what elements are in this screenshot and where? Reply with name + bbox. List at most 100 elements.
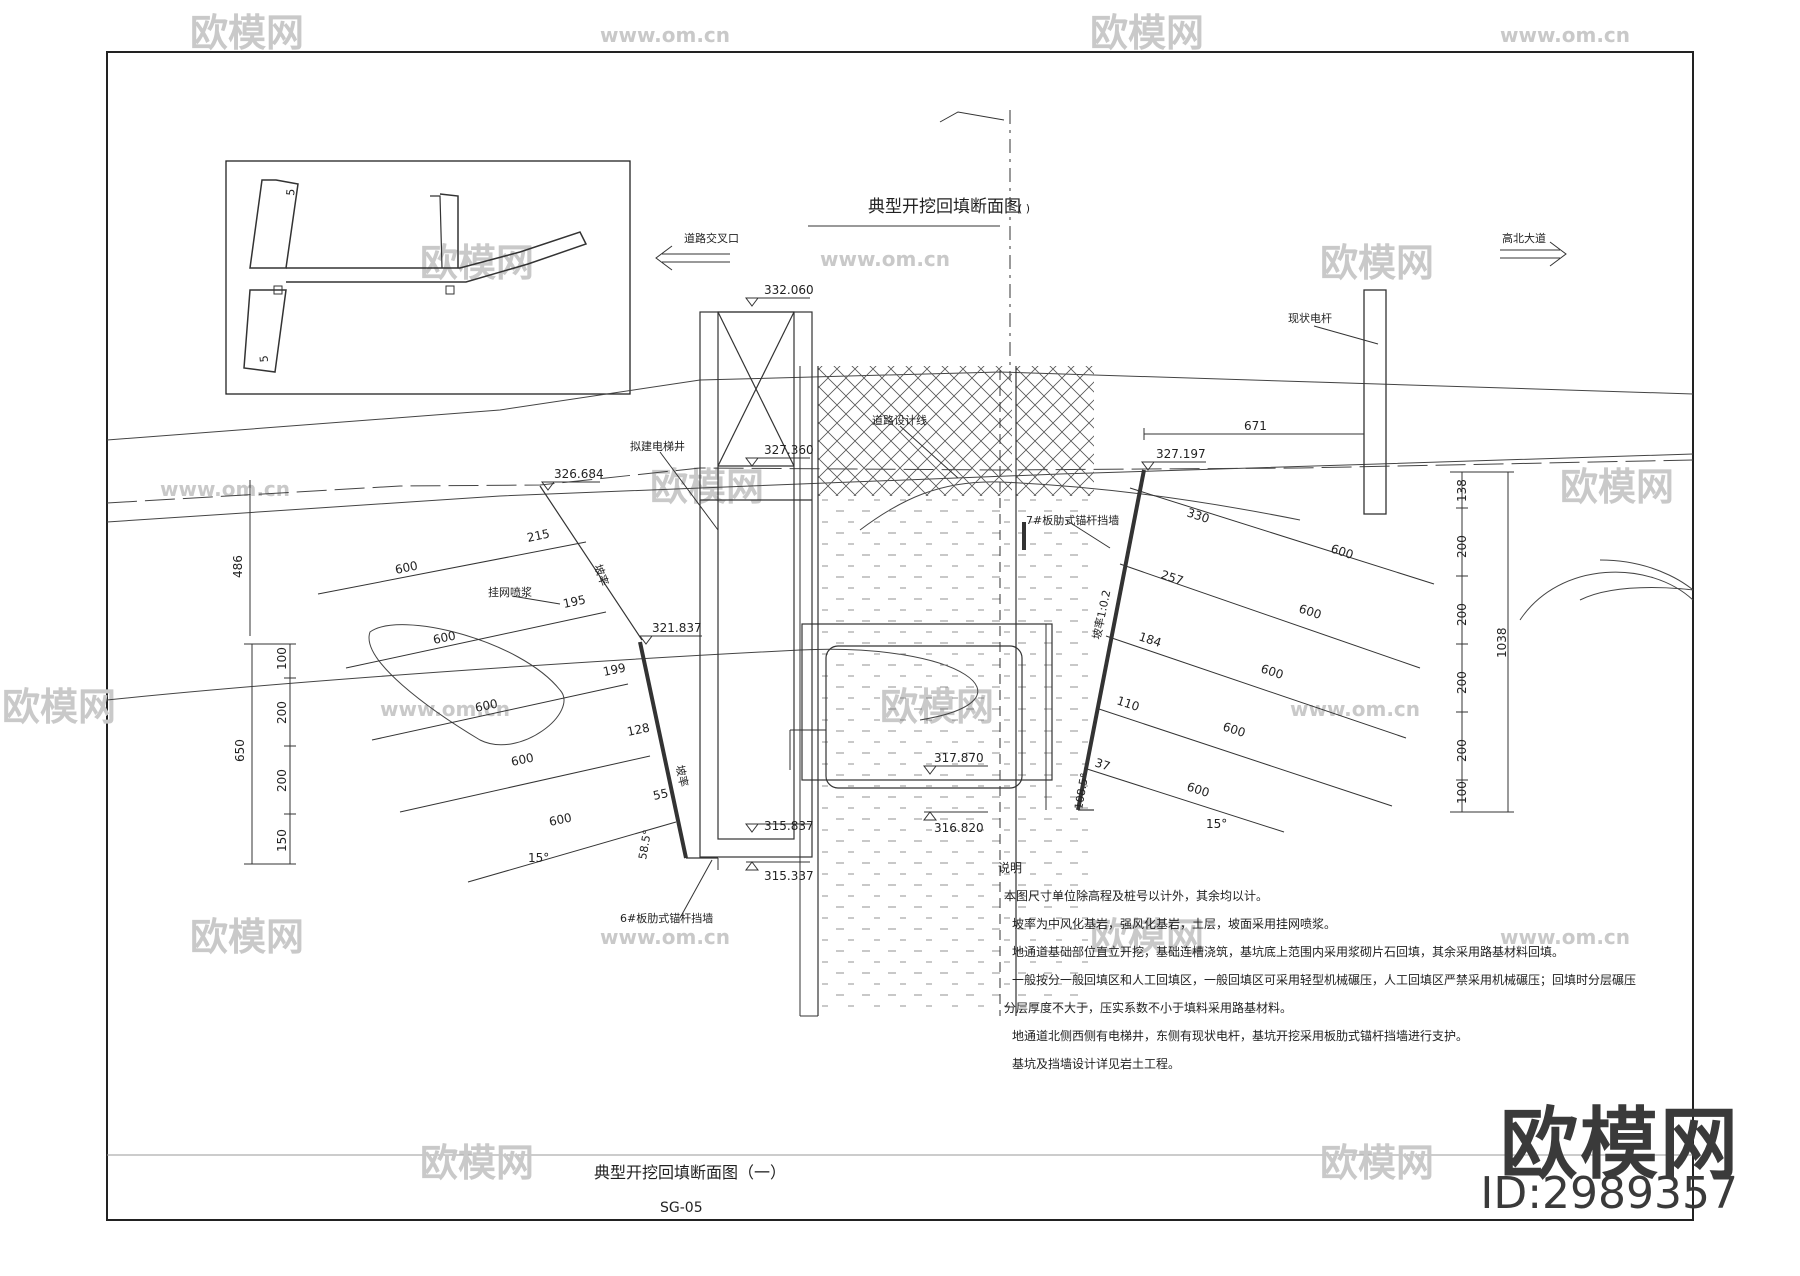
- note-line: 本图尺寸单位除高程及桩号以计外，其余均以计。: [1004, 888, 1268, 903]
- right-anchor-length: 600: [1221, 720, 1247, 740]
- right-anchor-angle: 15°: [1206, 817, 1227, 831]
- note-line: 地通道北侧西侧有电梯井，东侧有现状电杆，基坑开挖采用板肋式锚杆挡墙进行支护。: [1012, 1028, 1468, 1043]
- watermark-url: www.om.cn: [1500, 925, 1630, 949]
- left-anchor-angle: 15°: [528, 851, 549, 865]
- elevation-326-684: 326.684: [554, 467, 604, 481]
- watermark-brand: 欧模网: [1560, 465, 1674, 509]
- watermark-url: www.om.cn: [1290, 697, 1420, 721]
- distance-to-pole: 671: [1244, 419, 1267, 433]
- right-anchor-length: 600: [1185, 780, 1211, 800]
- watermark-url: www.om.cn: [1500, 23, 1630, 47]
- elevation-327-360: 327.360: [764, 443, 814, 457]
- right-base-angle: 108.5°: [1072, 772, 1091, 811]
- note-line: 坡率为中风化基岩，强风化基岩，土层，坡面采用挂网喷浆。: [1012, 916, 1336, 931]
- left-dim-part: 200: [275, 701, 289, 724]
- notes: 说明 本图尺寸单位除高程及桩号以计外，其余均以计。 坡率为中风化基岩，强风化基岩…: [998, 860, 1636, 1071]
- watermark-brand: 欧模网: [1320, 241, 1434, 285]
- inset-mark: 5: [257, 355, 271, 363]
- left-retaining-wall: 600 600 600 600 600 215 195 199 128 55 1…: [317, 485, 719, 925]
- right-anchor-length: 600: [1259, 662, 1285, 682]
- left-anchor-length: 600: [548, 810, 573, 828]
- watermark-brand: 欧模网: [190, 915, 304, 959]
- right-anchor-offset: 330: [1185, 506, 1211, 526]
- elevation-317-870: 317.870: [934, 751, 984, 765]
- left-wall-label: 6#板肋式锚杆挡墙: [620, 911, 713, 925]
- right-anchor-offset: 110: [1115, 694, 1141, 714]
- left-anchor-offset: 215: [526, 526, 551, 544]
- road-design-line-label: 道路设计线: [872, 413, 927, 427]
- watermark-brand: 欧模网: [1320, 1141, 1434, 1185]
- key-plan-inset: 5 5: [225, 160, 631, 395]
- left-slope-label: 坡率: [591, 562, 612, 587]
- elevation-315-837: 315.837: [764, 819, 814, 833]
- direction-label-left: 道路交叉口: [684, 231, 739, 245]
- brand-logo-text: 欧模网: [1499, 1100, 1740, 1190]
- elevation-321-837: 321.837: [652, 621, 702, 635]
- right-anchor-offset: 257: [1159, 568, 1185, 588]
- elevator-shaft: [699, 311, 813, 858]
- left-base-angle: 58.5°: [636, 829, 654, 861]
- right-dim-part: 138: [1455, 479, 1469, 502]
- note-line: 基坑及挡墙设计详见岩土工程。: [1012, 1056, 1180, 1071]
- right-anchor-offset: 37: [1093, 756, 1112, 774]
- direction-label-right: 高北大道: [1502, 231, 1546, 245]
- right-anchor-length: 600: [1329, 542, 1355, 562]
- watermark-brand: 欧模网: [650, 465, 764, 509]
- left-dimension-chain: [244, 480, 296, 865]
- elevation-markers: 332.060 327.360 326.684 327.197 321.837 …: [541, 283, 1206, 883]
- note-line: 一般按分一般回填区和人工回填区，一般回填区可采用轻型机械碾压，人工回填区严禁采用…: [1012, 972, 1636, 987]
- right-dim-part: 200: [1455, 603, 1469, 626]
- watermark-url: www.om.cn: [160, 477, 290, 501]
- road-section: [789, 366, 1094, 1017]
- left-anchor-offset: 128: [626, 720, 651, 738]
- elevation-316-820: 316.820: [934, 821, 984, 835]
- right-anchor-length: 600: [1297, 602, 1323, 622]
- mesh-shotcrete-label: 挂网喷浆: [488, 585, 532, 599]
- left-anchor-length: 600: [510, 750, 535, 768]
- watermark-url: www.om.cn: [600, 23, 730, 47]
- note-line: 地通道基础部位直立开挖，基础连槽浇筑，基坑底上范围内采用浆砌片石回填，其余采用路…: [1012, 944, 1564, 959]
- section-title: 典型开挖回填断面图: [868, 197, 1021, 217]
- left-anchor-offset: 55: [652, 786, 670, 803]
- left-anchor-length: 600: [394, 558, 419, 576]
- right-anchor-offset: 184: [1137, 630, 1163, 650]
- right-retaining-wall: 330 257 184 110 37 600 600 600 600 600 1…: [1022, 419, 1435, 833]
- left-anchor-length: 600: [474, 696, 499, 714]
- elevation-327-197: 327.197: [1156, 447, 1206, 461]
- watermark-url: www.om.cn: [380, 697, 510, 721]
- right-dim-part: 200: [1455, 739, 1469, 762]
- watermark-brand: 欧模网: [420, 1141, 534, 1185]
- watermark-brand: 欧模网: [1090, 915, 1204, 959]
- inset-mark: 5: [284, 188, 298, 196]
- sheet-title: 典型开挖回填断面图（一）: [594, 1163, 786, 1182]
- right-dim-part: 200: [1455, 671, 1469, 694]
- section-mark: [939, 111, 1005, 123]
- right-dim-part: 100: [1455, 781, 1469, 804]
- left-slope-label: 坡率: [673, 764, 691, 788]
- watermark-url: www.om.cn: [600, 925, 730, 949]
- watermark-brand: 欧模网: [2, 685, 116, 729]
- left-anchor-length: 600: [432, 628, 457, 646]
- left-dim-part: 100: [275, 647, 289, 670]
- left-dim-part: 200: [275, 769, 289, 792]
- elevation-332-060: 332.060: [764, 283, 814, 297]
- direction-arrow-left: 道路交叉口: [655, 231, 739, 271]
- pole-label: 现状电杆: [1288, 311, 1332, 325]
- elevator-shaft-label: 拟建电梯井: [630, 439, 685, 453]
- notes-heading: 说明: [998, 860, 1022, 875]
- left-anchor-offset: 195: [562, 592, 587, 610]
- sheet-border: [106, 51, 1694, 1221]
- left-dim-total: 650: [233, 739, 247, 762]
- watermark-brand: 欧模网: [1090, 11, 1204, 55]
- section-title-suffix: ( ): [1018, 202, 1030, 215]
- sheet-number: SG-05: [660, 1200, 703, 1216]
- watermark-brand: 欧模网: [190, 11, 304, 55]
- elevation-315-337: 315.337: [764, 869, 814, 883]
- watermark-url: www.om.cn: [820, 247, 950, 271]
- left-dim-part: 150: [275, 829, 289, 852]
- right-dim-total: 1038: [1495, 627, 1509, 658]
- brand-id: ID:2989357: [1480, 1168, 1738, 1219]
- right-dim-part: 200: [1455, 535, 1469, 558]
